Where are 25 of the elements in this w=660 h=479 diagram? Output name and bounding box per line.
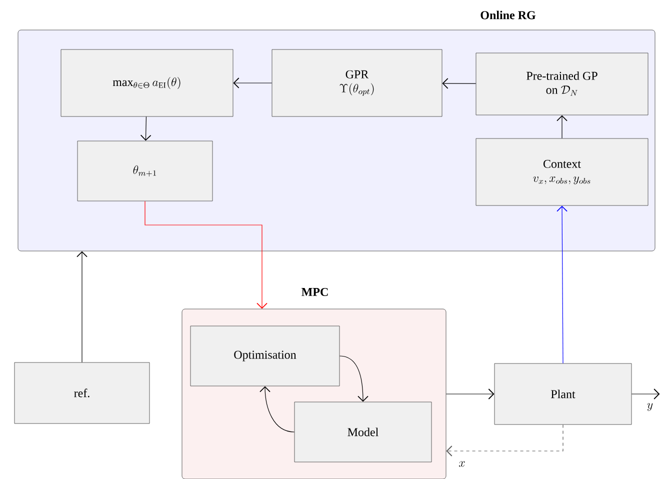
- node-label: Online RG: [480, 10, 536, 20]
- arrow: [556, 115, 568, 139]
- process-box: Model: [294, 402, 432, 462]
- arrow: [556, 206, 568, 364]
- process-box: Optimisation: [190, 326, 340, 386]
- arrow: [339, 356, 368, 402]
- process-box: $\max_{\theta\in\Theta} a_{\mathrm{EI}}(\theta)$: [60, 49, 234, 117]
- node-label: MPC: [302, 288, 328, 296]
- process-box: $\begin{array}{c}\mbox{Pre-trained GP}\\ \mbox{on } \mathcal{D}_N\end{array}$: [476, 52, 648, 116]
- arrow: [144, 200, 268, 309]
- arrow: [76, 251, 88, 363]
- arrow: [140, 116, 152, 141]
- process-box: ref.: [14, 362, 150, 424]
- arrow: [442, 78, 476, 89]
- process-box: Plant: [494, 363, 632, 425]
- edge-label: $y$: [647, 403, 653, 411]
- arrow: [631, 388, 660, 400]
- arrow: [446, 388, 494, 400]
- arrow: [233, 78, 272, 88]
- edge-label: $x$: [459, 461, 465, 467]
- arrow: [446, 424, 564, 456]
- process-box: Context $v_x, x_{obs}, y_{obs}$: [476, 138, 648, 206]
- arrow: [260, 386, 295, 432]
- process-box: $\theta_{m+1}$: [77, 140, 213, 202]
- process-box: GPR $\Upsilon(\theta_{opt})$: [272, 49, 442, 117]
